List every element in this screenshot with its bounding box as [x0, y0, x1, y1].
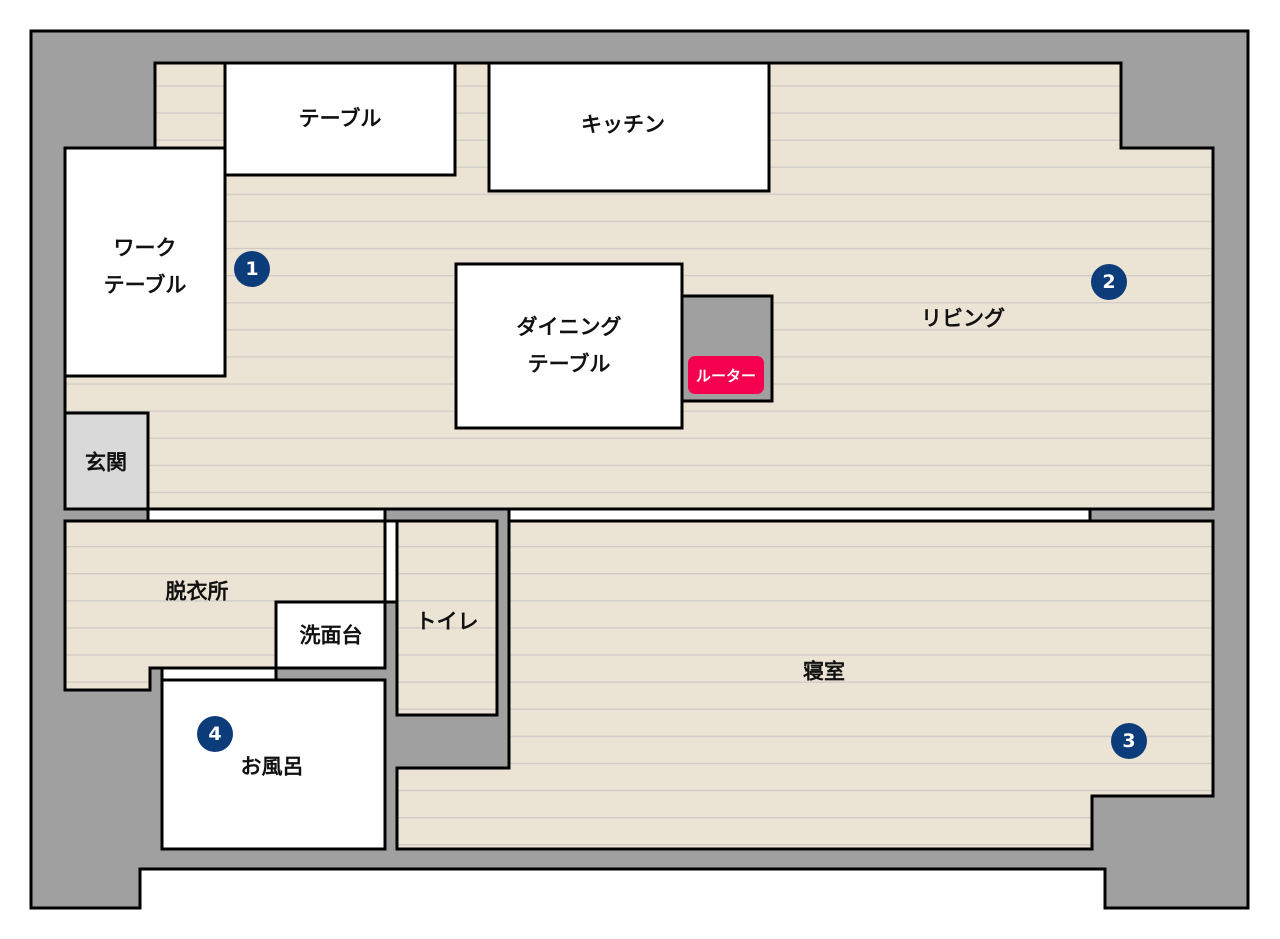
label-work-table-line1: ワーク: [113, 236, 177, 260]
label-table: テーブル: [298, 106, 382, 131]
label-dining-line1: ダイニング: [516, 315, 622, 339]
label-toilet: トイレ: [415, 609, 479, 634]
marker-2: 2: [1091, 264, 1127, 300]
label-work-table-line2: テーブル: [103, 273, 187, 297]
label-bath: お風呂: [240, 754, 304, 779]
door-dressing: [146, 507, 387, 523]
door-bath: [160, 666, 278, 682]
washbasin: [274, 600, 387, 670]
label-living: リビング: [921, 306, 1005, 331]
label-dining-line2: テーブル: [527, 352, 611, 376]
label-dining-table: ダイニング テーブル: [517, 309, 622, 383]
bedroom-floor: [395, 519, 1215, 851]
entrance: [63, 411, 150, 511]
marker-1: 1: [234, 251, 270, 287]
label-entrance: 玄関: [85, 450, 127, 475]
marker-3: 3: [1111, 723, 1147, 759]
label-dressing: 脱衣所: [165, 579, 229, 604]
marker-4: 4: [197, 716, 233, 752]
table: [223, 61, 457, 177]
dining-table: [454, 262, 684, 430]
kitchen: [487, 61, 771, 193]
label-work-table: ワーク テーブル: [104, 230, 187, 304]
label-bedroom: 寝室: [803, 659, 845, 684]
bath-room: [160, 678, 387, 851]
label-kitchen: キッチン: [581, 112, 665, 137]
toilet-floor: [395, 519, 499, 717]
work-table: [63, 146, 227, 378]
door-toilet: [383, 519, 399, 604]
door-bedroom: [507, 507, 1092, 523]
label-washbasin: 洗面台: [299, 623, 363, 648]
router-badge: ルーター: [688, 356, 764, 394]
